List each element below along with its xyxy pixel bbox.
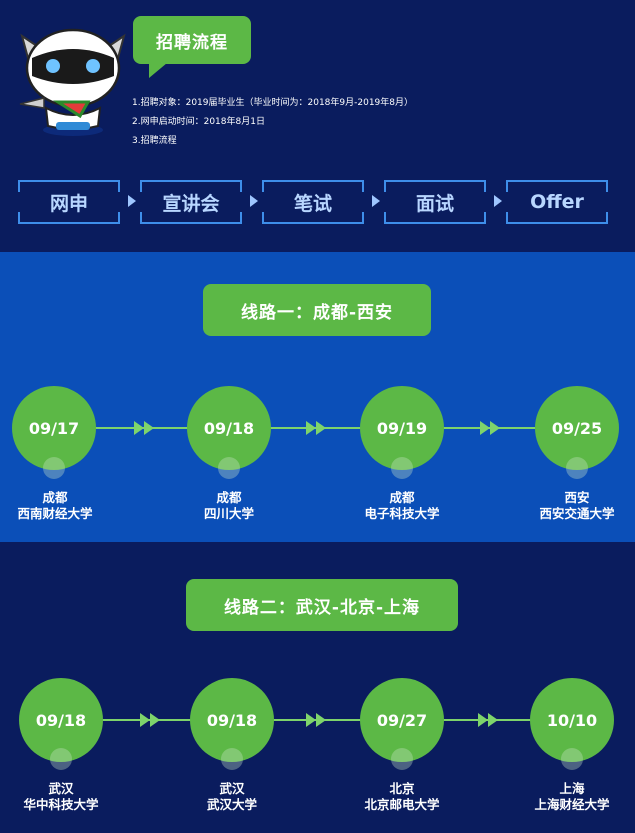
route1-title: 线路一：成都-西安	[203, 284, 431, 336]
step-offer: Offer	[506, 180, 608, 224]
city-label: 西安	[564, 490, 590, 505]
step-online-apply: 网申	[18, 180, 120, 224]
city-label: 成都	[216, 490, 242, 505]
recruitment-info: 1.招聘对象：2019届毕业生（毕业时间为：2018年9月-2019年8月） 2…	[132, 94, 413, 151]
node-caption: 武汉 武汉大学	[177, 781, 287, 813]
date-circle: 09/25	[535, 386, 619, 470]
node-dot	[221, 748, 243, 770]
double-arrow-icon	[134, 421, 144, 435]
step-info-session: 宣讲会	[140, 180, 242, 224]
school-label: 西安交通大学	[539, 506, 615, 521]
node-caption: 北京 北京邮电大学	[347, 781, 457, 813]
double-arrow-icon	[480, 421, 490, 435]
header-section: 招聘流程 1.招聘对象：2019届毕业生（毕业时间为：2018年9月-2019年…	[0, 0, 635, 252]
node-dot	[566, 457, 588, 479]
node-caption: 成都 电子科技大学	[347, 490, 457, 522]
step-label: 网申	[49, 192, 88, 215]
node-caption: 上海 上海财经大学	[517, 781, 627, 813]
route2-title: 线路二：武汉-北京-上海	[186, 579, 458, 631]
double-arrow-icon	[150, 713, 160, 727]
arrow-right-icon	[250, 195, 258, 207]
step-label: 面试	[415, 192, 454, 215]
date-circle: 09/18	[190, 678, 274, 762]
city-label: 武汉	[219, 781, 245, 796]
step-label: Offer	[530, 191, 584, 213]
city-label: 上海	[559, 781, 585, 796]
double-arrow-icon	[306, 421, 316, 435]
node-dot	[391, 457, 413, 479]
node-caption: 西安 西安交通大学	[522, 490, 632, 522]
school-label: 电子科技大学	[364, 506, 440, 521]
info-line: 2.网申启动时间：2018年8月1日	[132, 117, 265, 127]
city-label: 成都	[389, 490, 415, 505]
date-circle: 09/18	[187, 386, 271, 470]
step-label: 笔试	[293, 192, 332, 215]
node-dot	[391, 748, 413, 770]
mascot-illustration	[19, 28, 126, 136]
double-arrow-icon	[490, 421, 500, 435]
double-arrow-icon	[488, 713, 498, 727]
city-label: 成都	[42, 490, 68, 505]
date-circle: 09/18	[19, 678, 103, 762]
double-arrow-icon	[140, 713, 150, 727]
double-arrow-icon	[306, 713, 316, 727]
school-label: 武汉大学	[206, 797, 257, 812]
double-arrow-icon	[144, 421, 154, 435]
node-caption: 武汉 华中科技大学	[6, 781, 116, 813]
step-interview: 面试	[384, 180, 486, 224]
date-circle: 10/10	[530, 678, 614, 762]
arrow-right-icon	[128, 195, 136, 207]
school-label: 北京邮电大学	[364, 797, 440, 812]
step-label: 宣讲会	[162, 192, 220, 215]
arrow-right-icon	[494, 195, 502, 207]
node-dot	[43, 457, 65, 479]
recruitment-process-bubble: 招聘流程	[133, 16, 251, 78]
double-arrow-icon	[316, 421, 326, 435]
process-steps: 网申 宣讲会 笔试 面试	[18, 180, 618, 226]
date-circle: 09/19	[360, 386, 444, 470]
double-arrow-icon	[316, 713, 326, 727]
node-dot	[50, 748, 72, 770]
info-line: 1.招聘对象：2019届毕业生（毕业时间为：2018年9月-2019年8月）	[132, 98, 414, 108]
double-arrow-icon	[478, 713, 488, 727]
node-dot	[561, 748, 583, 770]
info-line: 3.招聘流程	[132, 136, 177, 146]
city-label: 北京	[389, 781, 415, 796]
route2-section: 线路二：武汉-北京-上海 09/18 武汉 华中科技大学 09/18 武汉 武汉…	[0, 542, 635, 833]
route1-section: 线路一：成都-西安 09/17 成都 西南财经大学 09/18 成都 四川大学 …	[0, 252, 635, 542]
node-dot	[218, 457, 240, 479]
school-label: 华中科技大学	[23, 797, 99, 812]
school-label: 西南财经大学	[17, 506, 93, 521]
school-label: 四川大学	[203, 506, 254, 521]
date-circle: 09/27	[360, 678, 444, 762]
arrow-right-icon	[372, 195, 380, 207]
date-circle: 09/17	[12, 386, 96, 470]
city-label: 武汉	[48, 781, 74, 796]
step-written-test: 笔试	[262, 180, 364, 224]
node-caption: 成都 四川大学	[174, 490, 284, 522]
school-label: 上海财经大学	[534, 797, 610, 812]
node-caption: 成都 西南财经大学	[0, 490, 110, 522]
